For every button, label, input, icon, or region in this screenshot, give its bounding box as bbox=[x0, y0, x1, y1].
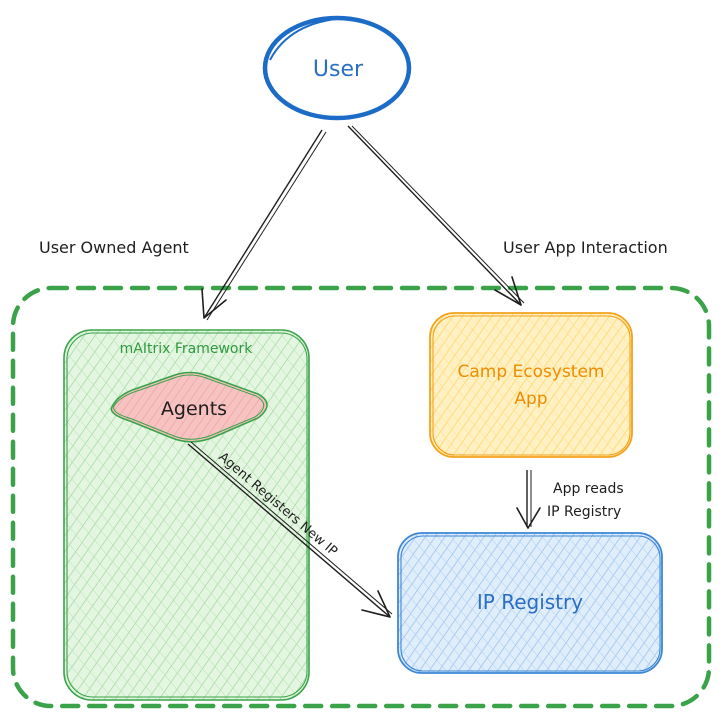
edge-line-sketch bbox=[351, 125, 525, 304]
edge-label-user-app-interaction: User App Interaction bbox=[503, 238, 668, 257]
arrowhead bbox=[494, 276, 522, 306]
registry-label: IP Registry bbox=[477, 590, 583, 614]
camp-border bbox=[429, 312, 633, 458]
framework-border-sketch bbox=[66, 332, 308, 698]
camp-label-line2: App bbox=[514, 389, 547, 409]
camp-fill-crosshatch bbox=[430, 313, 632, 457]
camp-ecosystem-app-node[interactable]: Camp Ecosystem App bbox=[429, 312, 633, 458]
framework-border bbox=[63, 329, 310, 701]
camp-border-sketch bbox=[432, 315, 631, 456]
edge-line-sketch bbox=[190, 441, 393, 615]
container-dashed-border bbox=[10, 285, 712, 709]
edge-line-sketch bbox=[206, 131, 327, 321]
framework-label: mAItrix Framework bbox=[120, 341, 254, 357]
user-node[interactable]: User bbox=[262, 15, 412, 121]
agents-diamond-sketch bbox=[113, 374, 265, 440]
edge-user-to-camp: User App Interaction bbox=[347, 125, 668, 306]
edge-line bbox=[187, 443, 391, 618]
registry-border-sketch bbox=[400, 535, 661, 672]
edge-label-app-reads-line2: IP Registry bbox=[547, 504, 621, 520]
user-ellipse-sketch bbox=[269, 17, 346, 61]
agents-diamond-shape bbox=[110, 371, 268, 443]
arrowhead bbox=[516, 507, 541, 529]
edge-line bbox=[203, 129, 323, 319]
edge-label-user-owned-agent: User Owned Agent bbox=[39, 238, 189, 257]
edge-label-app-reads-line1: App reads bbox=[553, 481, 624, 497]
edge-user-to-agents: User Owned Agent bbox=[39, 129, 327, 321]
agents-label: Agents bbox=[161, 398, 227, 420]
ip-registry-node[interactable]: IP Registry bbox=[397, 532, 663, 674]
registry-fill-crosshatch bbox=[398, 533, 662, 673]
arrowhead bbox=[361, 590, 391, 618]
agents-node[interactable]: Agents bbox=[110, 371, 268, 443]
camp-label-line1: Camp Ecosystem bbox=[458, 362, 605, 382]
framework-container bbox=[10, 285, 712, 709]
user-label: User bbox=[313, 57, 364, 82]
arrowhead bbox=[201, 288, 227, 319]
edge-line bbox=[347, 125, 522, 306]
edge-camp-to-registry: App reads IP Registry bbox=[516, 470, 624, 529]
registry-border bbox=[397, 532, 663, 674]
